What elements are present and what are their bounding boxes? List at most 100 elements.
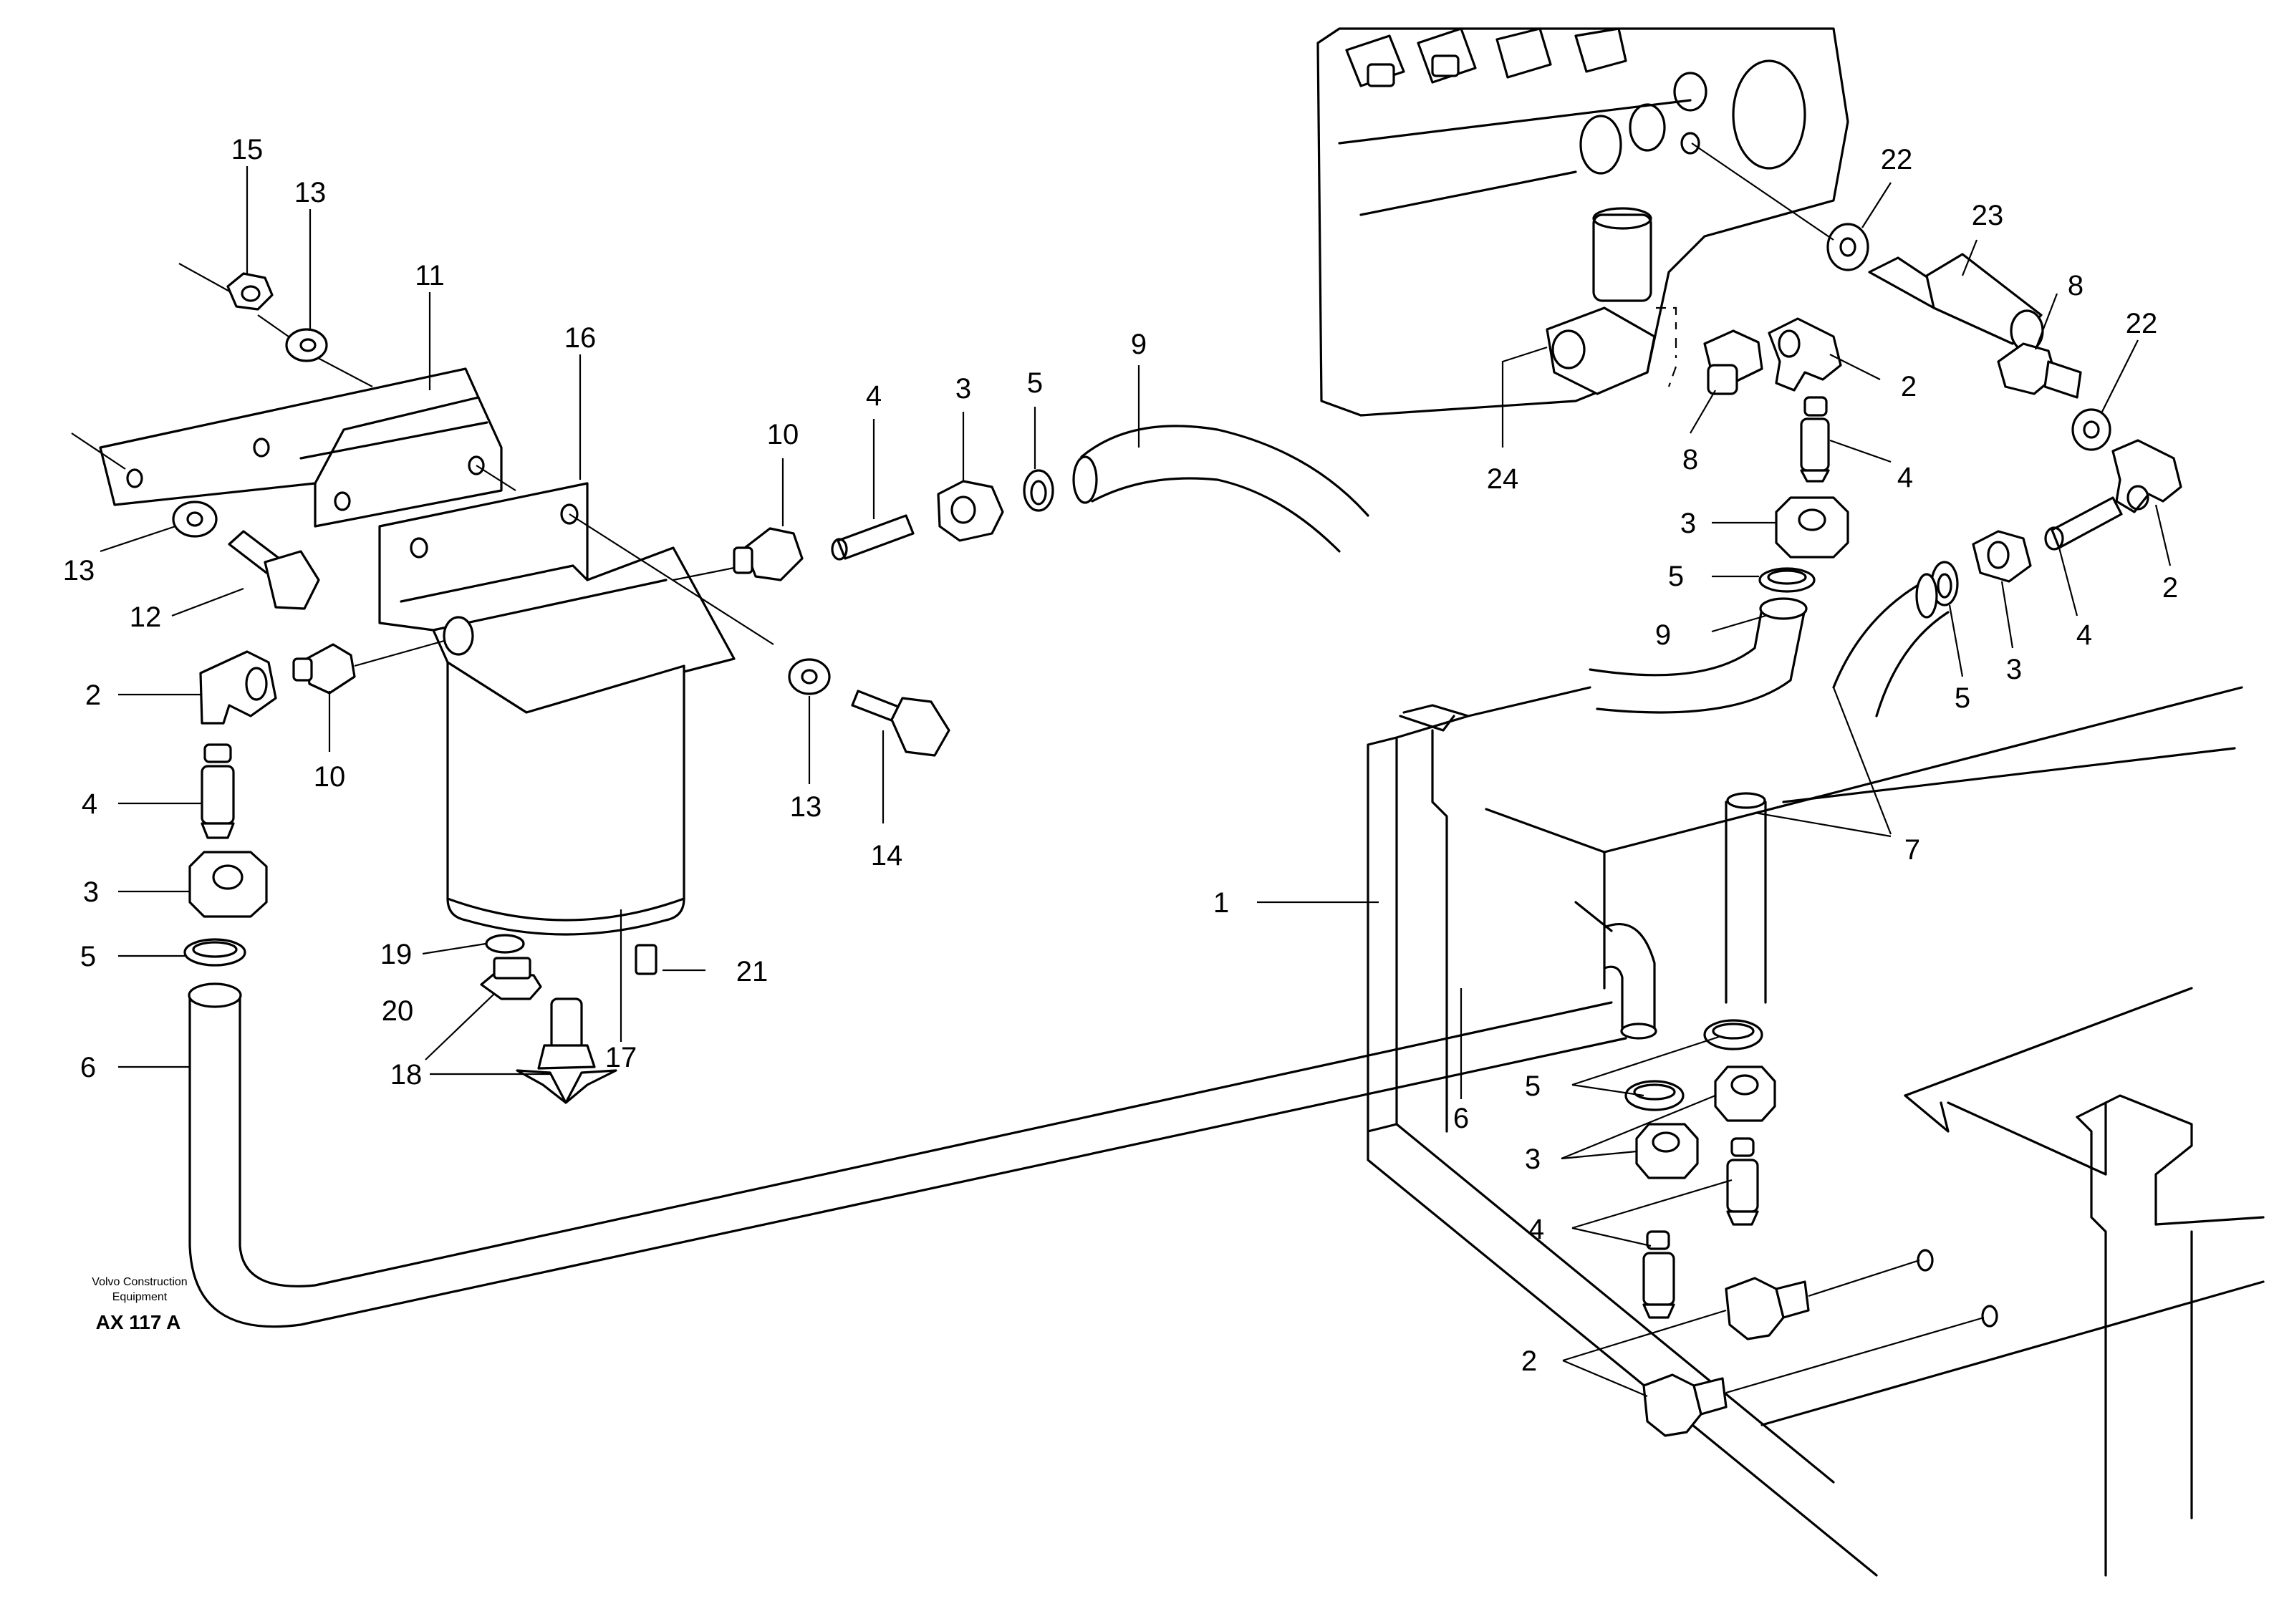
- hose-7-lower: [1725, 792, 1767, 1004]
- nipple-10-lower: [292, 639, 445, 695]
- callout-3: 3: [2006, 654, 2022, 685]
- callout-19: 19: [380, 939, 413, 970]
- callout-6: 6: [80, 1052, 96, 1083]
- bolt-12: [228, 530, 320, 610]
- callout-5: 5: [1027, 367, 1043, 399]
- callout-21: 21: [736, 956, 769, 987]
- clamp-5-upper: [1023, 469, 1054, 512]
- hose-nipple-4-right: [2044, 496, 2123, 551]
- publisher-credit: Volvo Construction Equipment AX 117 A: [92, 1276, 187, 1333]
- callout-10: 10: [767, 419, 799, 450]
- clamp-5-tank-left: [1624, 1080, 1685, 1111]
- hose-nipple-4-left: [201, 743, 235, 839]
- callout-13: 13: [63, 555, 95, 586]
- callout-2: 2: [2162, 572, 2178, 604]
- callout-4: 4: [1897, 462, 1913, 493]
- bolt-14: [851, 690, 950, 757]
- callout-5: 5: [1668, 561, 1684, 592]
- drain-plug-20: [480, 957, 542, 1000]
- filter-bracket-16: [378, 482, 774, 714]
- callout-9: 9: [1131, 329, 1147, 360]
- clamp-5-right: [1930, 561, 1959, 606]
- elbow-2-right: [2111, 439, 2182, 513]
- callout-2: 2: [1521, 1345, 1537, 1377]
- elbow-2-left: [199, 650, 277, 725]
- callout-6: 6: [1453, 1103, 1469, 1134]
- elbow-2-tank-left: [1642, 1305, 1998, 1437]
- hose-nipple-4-pump: [1800, 396, 1830, 483]
- leader-lines: [100, 166, 2172, 1398]
- callout-5: 5: [1955, 682, 1970, 714]
- washer-13-right: [788, 658, 831, 695]
- drawing-code: AX 117 A: [96, 1311, 181, 1333]
- nut-3-right: [1972, 530, 2032, 583]
- callout-3: 3: [83, 876, 99, 908]
- hose-6-left: [188, 982, 1627, 1328]
- plug-21: [635, 944, 657, 975]
- hose-nipple-4-tank-left: [1642, 1230, 1675, 1319]
- callout-4: 4: [866, 380, 882, 412]
- callout-13: 13: [790, 791, 822, 823]
- hose-9-lower: [1589, 597, 1808, 714]
- hose-nipple-4-upper: [831, 514, 915, 561]
- washer-13-left: [172, 501, 218, 538]
- nut-15: [226, 272, 274, 311]
- callout-22: 22: [1881, 144, 1913, 175]
- callout-17: 17: [605, 1042, 637, 1073]
- drain-valve-18: [516, 997, 617, 1104]
- callout-16: 16: [564, 322, 597, 354]
- nut-3-left: [188, 851, 268, 918]
- nipple-10-upper: [733, 527, 804, 581]
- nut-3-tank-left: [1635, 1123, 1699, 1179]
- nipple-8-right: [1997, 342, 2082, 399]
- callout-22: 22: [2126, 308, 2158, 339]
- nut-3-upper: [937, 480, 1004, 542]
- callout-24: 24: [1487, 463, 1519, 495]
- callout-3: 3: [1680, 508, 1696, 539]
- nut-3-pump: [1775, 496, 1849, 559]
- callout-7: 7: [1904, 834, 1920, 866]
- clamp-5-pump: [1758, 567, 1816, 593]
- injection-pump: [1316, 27, 1849, 417]
- callout-2: 2: [85, 680, 101, 711]
- hose-6-right: [1603, 923, 1657, 1040]
- credit-line-2: Equipment: [112, 1291, 168, 1303]
- clamp-5-left: [183, 938, 246, 967]
- washer-22-lower: [2071, 408, 2111, 451]
- callout-3: 3: [955, 373, 971, 405]
- callout-1: 1: [1213, 887, 1229, 919]
- callout-8: 8: [1682, 444, 1698, 475]
- bracket-11: [71, 263, 516, 528]
- fuel-filter-17: [446, 661, 685, 936]
- hose-nipple-4-tank-right: [1726, 1137, 1759, 1226]
- callout-14: 14: [871, 840, 903, 871]
- washer-22-upper: [1691, 142, 1869, 271]
- elbow-2-pump: [1768, 317, 1842, 392]
- callout-10: 10: [314, 761, 346, 793]
- elbow-2-tank-right: [1725, 1249, 1934, 1340]
- callout-23: 23: [1972, 200, 2004, 231]
- callout-20: 20: [382, 995, 414, 1027]
- callout-18: 18: [390, 1059, 423, 1091]
- nut-3-tank-right: [1714, 1065, 1776, 1122]
- clamp-5-tank-right: [1703, 1019, 1763, 1050]
- callout-11: 11: [415, 260, 445, 291]
- o-ring-19: [485, 934, 525, 954]
- fuel-tank-1: [1367, 686, 2265, 1577]
- washer-13-upper: [285, 328, 328, 362]
- callout-8: 8: [2068, 270, 2083, 301]
- check-valve-23: [1868, 253, 2044, 352]
- hose-9-upper: [1072, 425, 1369, 553]
- callout-2: 2: [1901, 371, 1917, 402]
- callout-4: 4: [2076, 619, 2092, 651]
- callout-5: 5: [80, 941, 96, 972]
- callout-4: 4: [1528, 1214, 1544, 1245]
- credit-line-1: Volvo Construction: [92, 1276, 187, 1288]
- nipple-8-left: [1703, 329, 1763, 395]
- callout-labels: 15 13 11 16 13 12 2 10 4 3 5 6 19 20 18 …: [63, 134, 2178, 1377]
- hose-7-upper: [1832, 573, 1950, 717]
- callout-4: 4: [82, 788, 97, 820]
- callout-15: 15: [231, 134, 264, 165]
- callout-12: 12: [130, 601, 162, 633]
